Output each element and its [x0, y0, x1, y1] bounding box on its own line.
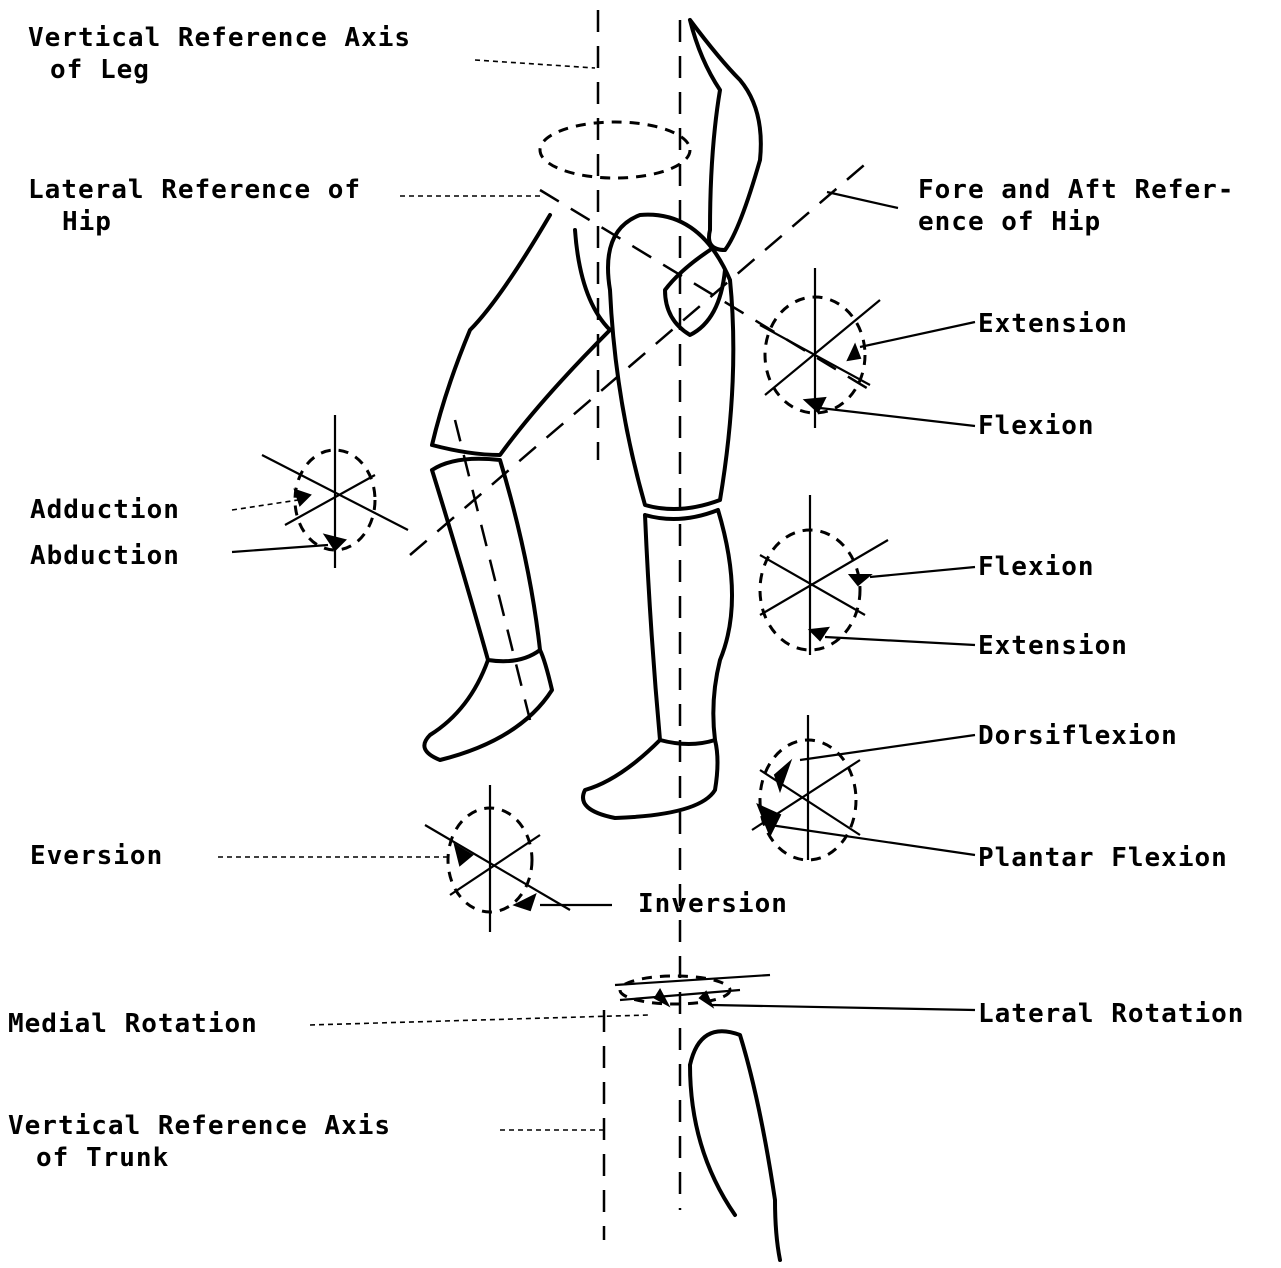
- rear-shin: [432, 459, 540, 662]
- label-knee-extension: Extension: [978, 630, 1128, 662]
- label-lateral-rotation: Lateral Rotation: [978, 998, 1244, 1030]
- pelvis-outline: [540, 122, 690, 178]
- rear-thigh: [432, 215, 610, 455]
- label-vertical-axis-leg-2: of Leg: [50, 54, 150, 86]
- label-fore-aft-hip: Fore and Aft Refer-: [918, 174, 1234, 206]
- label-abduction: Abduction: [30, 540, 180, 572]
- label-knee-flexion: Flexion: [978, 551, 1095, 583]
- label-lateral-ref-hip-2: Hip: [62, 206, 112, 238]
- label-adduction: Adduction: [30, 494, 180, 526]
- label-medial-rotation: Medial Rotation: [8, 1008, 258, 1040]
- label-vertical-axis-trunk-2: of Trunk: [36, 1142, 169, 1174]
- label-lateral-ref-hip: Lateral Reference of: [28, 174, 361, 206]
- front-thigh: [608, 215, 733, 509]
- label-vertical-axis-leg: Vertical Reference Axis: [28, 22, 411, 54]
- front-shin: [645, 510, 732, 744]
- label-eversion: Eversion: [30, 840, 163, 872]
- label-hip-flexion: Flexion: [978, 410, 1095, 442]
- arm: [690, 20, 761, 250]
- front-foot: [583, 740, 718, 818]
- fore-aft-hip-reference: [410, 160, 870, 555]
- rear-foot: [424, 650, 552, 760]
- label-fore-aft-hip-2: ence of Hip: [918, 206, 1101, 238]
- label-inversion: Inversion: [638, 888, 788, 920]
- label-dorsiflexion: Dorsiflexion: [978, 720, 1178, 752]
- label-hip-extension: Extension: [978, 308, 1128, 340]
- label-vertical-axis-trunk: Vertical Reference Axis: [8, 1110, 391, 1142]
- label-plantar-flexion: Plantar Flexion: [978, 842, 1228, 874]
